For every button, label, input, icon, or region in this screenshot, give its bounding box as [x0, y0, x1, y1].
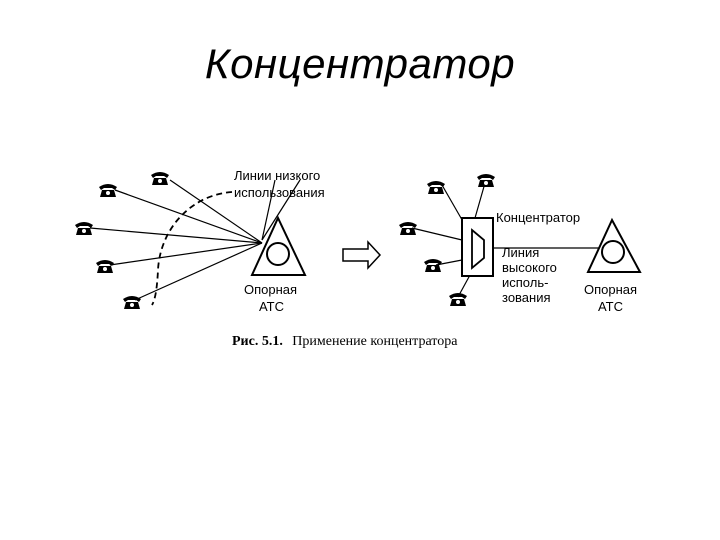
high-usage-line4: зования	[502, 290, 551, 305]
telephone-icon	[151, 172, 169, 185]
concentrator-box-icon	[461, 217, 494, 277]
high-usage-line1: Линия	[502, 245, 539, 260]
exchange-triangle-icon	[586, 217, 642, 273]
left-diagram: Линии низкого использования Опорная АТС	[75, 168, 325, 314]
low-usage-lines-label: Линии низкого использования	[234, 168, 325, 200]
right-exchange-label: Опорная АТС	[584, 282, 641, 314]
telephone-icon	[424, 259, 442, 272]
left-exchange-line1: Опорная	[244, 282, 297, 297]
high-usage-line2: высокого	[502, 260, 557, 275]
telephone-icon	[96, 260, 114, 273]
caption-prefix: Рис. 5.1.	[232, 334, 283, 349]
concentrator-label: Концентратор	[496, 210, 580, 225]
left-exchange-line2: АТС	[259, 299, 284, 314]
telephone-icon	[477, 174, 495, 187]
telephone-icon	[99, 184, 117, 197]
slide-title: Концентратор	[204, 40, 516, 87]
caption-text: Применение концентратора	[292, 334, 458, 349]
figure-caption: Рис. 5.1. Применение концентратора	[232, 332, 458, 349]
left-lines	[89, 179, 301, 301]
right-arrow-icon	[342, 240, 382, 270]
right-exchange-line1: Опорная	[584, 282, 637, 297]
right-diagram: Концентратор Линия высокого исполь- зова…	[399, 174, 642, 314]
high-usage-line-label: Линия высокого исполь- зования	[502, 245, 561, 305]
telephone-icon	[123, 296, 141, 309]
low-usage-line1: Линии низкого	[234, 168, 320, 183]
high-usage-line3: исполь-	[502, 275, 548, 290]
left-exchange-label: Опорная АТС	[244, 282, 301, 314]
telephone-icon	[427, 181, 445, 194]
dashed-arc	[151, 191, 233, 306]
low-usage-line2: использования	[234, 185, 325, 200]
exchange-triangle-icon	[250, 215, 307, 276]
telephone-icon	[449, 293, 467, 306]
right-exchange-line2: АТС	[598, 299, 623, 314]
